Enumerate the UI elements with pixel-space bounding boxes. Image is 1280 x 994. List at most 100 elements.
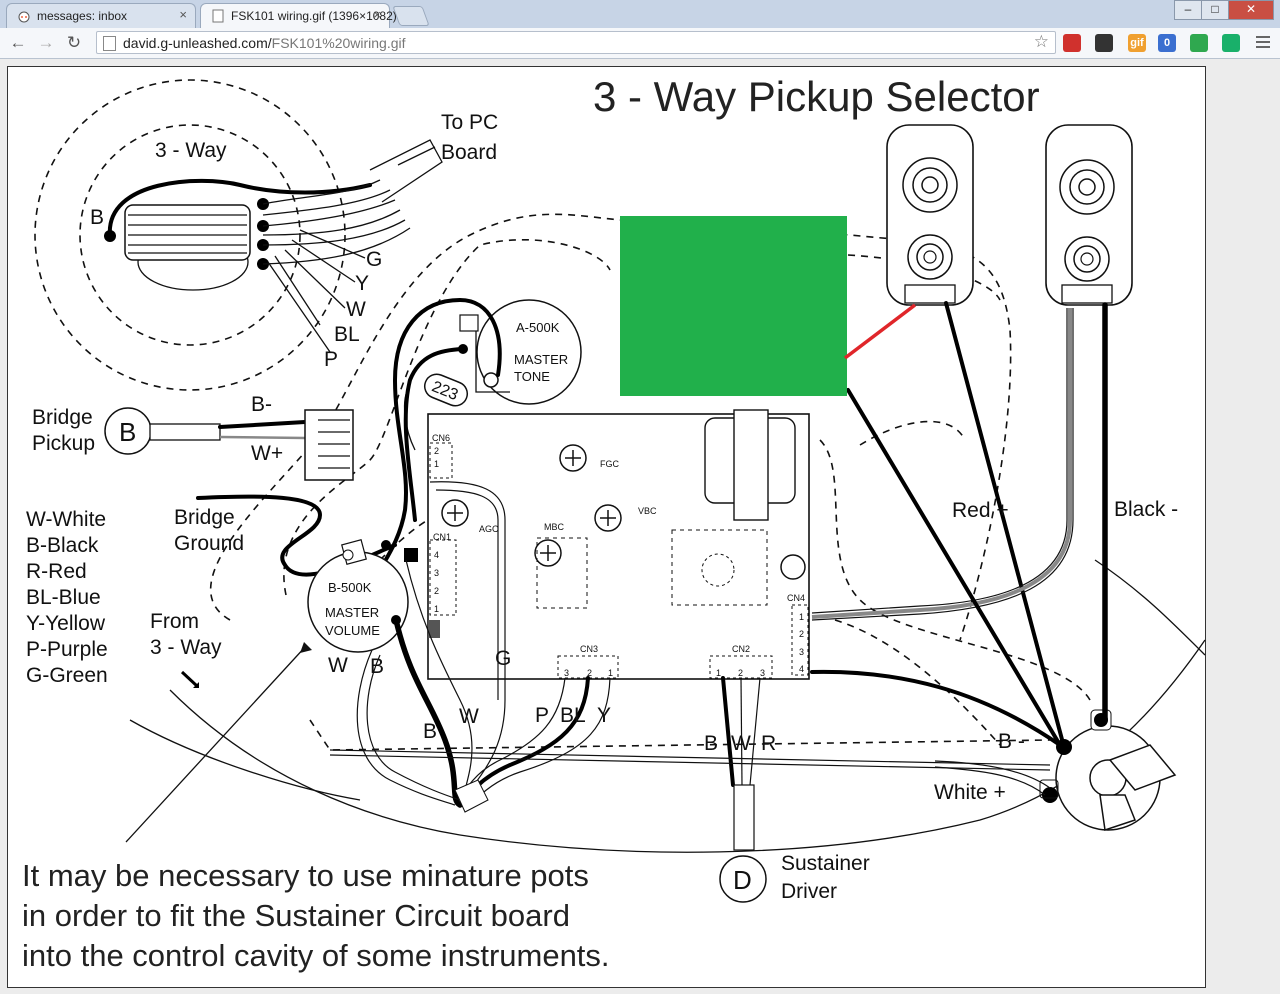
g-wire-label: G	[495, 647, 511, 670]
note-line-3: into the control cavity of some instrume…	[22, 938, 610, 973]
stop-icon[interactable]	[1063, 34, 1081, 52]
three-way-switch	[104, 178, 372, 291]
svg-text:CN6: CN6	[432, 433, 450, 443]
cavity-outline	[210, 213, 1012, 641]
white-plus-label: White +	[934, 781, 1006, 804]
svg-text:3: 3	[760, 668, 765, 678]
svg-text:1: 1	[434, 459, 439, 469]
maximize-button[interactable]: □	[1201, 0, 1229, 20]
from-3way-label-2: 3 - Way	[150, 636, 222, 659]
leaf-icon[interactable]	[1190, 34, 1208, 52]
circuit-board: CN6 2 1 CN1 4 3 2 1 AGC FGC VBC MBC	[427, 409, 810, 680]
legend-item: B-Black	[26, 534, 99, 557]
svg-text:2: 2	[799, 629, 804, 639]
forward-button[interactable]: →	[37, 33, 55, 52]
battery-clip-2	[1045, 124, 1133, 306]
red-plus-label: Red +	[952, 499, 1009, 522]
to-pc-label-1: To PC	[441, 111, 498, 134]
bridge-ground-label-2: Ground	[174, 532, 244, 555]
svg-text:CN1: CN1	[433, 532, 451, 542]
new-tab-button[interactable]	[392, 6, 430, 26]
from-3way-label-1: From	[150, 610, 199, 633]
svg-text:CN4: CN4	[787, 593, 805, 603]
svg-text:VBC: VBC	[638, 506, 657, 516]
color-legend: W-White B-Black R-Red BL-Blue Y-Yellow P…	[26, 508, 108, 687]
volume-pot-label-1: MASTER	[325, 605, 379, 620]
close-window-button[interactable]: ✕	[1228, 0, 1274, 20]
bridge-ground-label-1: Bridge	[174, 506, 235, 529]
page-viewport: .dash { fill:none; stroke:#111; stroke-w…	[0, 59, 1280, 994]
svg-text:1: 1	[434, 604, 439, 614]
url-text[interactable]: david.g-unleashed.com/FSK101%20wiring.gi…	[123, 35, 406, 51]
back-button[interactable]: ←	[9, 33, 27, 52]
y-wire-label: Y	[597, 704, 611, 727]
b-driver-label: B	[704, 732, 718, 755]
sustainer-label-1: Sustainer	[781, 852, 870, 875]
w-lower-label: W	[459, 705, 479, 728]
svg-text:AGC: AGC	[479, 524, 499, 534]
to-pc-label-2: Board	[441, 141, 497, 164]
tab-title: FSK101 wiring.gif (1396×1082)	[231, 9, 397, 23]
capacitor-223: 223	[423, 373, 469, 407]
reload-button[interactable]: ↻	[66, 33, 82, 52]
tab-close-button[interactable]: ×	[373, 7, 381, 22]
svg-text:FGC: FGC	[600, 459, 619, 469]
wire-p-label: P	[324, 348, 338, 371]
mask-icon[interactable]	[1095, 34, 1113, 52]
tab-inbox[interactable]: messages: inbox ×	[6, 3, 196, 28]
svg-text:1: 1	[716, 668, 721, 678]
wiring-image: .dash { fill:none; stroke:#111; stroke-w…	[7, 66, 1206, 988]
svg-text:4: 4	[434, 550, 439, 560]
minimize-button[interactable]: –	[1174, 0, 1202, 20]
battery-clip-1	[886, 124, 974, 306]
svg-text:1: 1	[799, 612, 804, 622]
vol-w-label: W	[328, 654, 348, 677]
page-icon	[103, 36, 116, 51]
address-bar[interactable]: david.g-unleashed.com/FSK101%20wiring.gi…	[96, 31, 1056, 54]
bridge-b-label: B	[119, 417, 136, 447]
r-driver-label: R	[761, 732, 776, 755]
toolbar: ← → ↻ david.g-unleashed.com/FSK101%20wir…	[0, 28, 1280, 59]
red-annotation-line	[843, 303, 917, 360]
svg-text:CN3: CN3	[580, 644, 598, 654]
driver-d-label: D	[733, 865, 752, 895]
note-line-1: It may be necessary to use minature pots	[22, 858, 589, 893]
svg-text:1: 1	[608, 668, 613, 678]
wire-w-label: W	[346, 298, 366, 321]
svg-text:CN2: CN2	[732, 644, 750, 654]
svg-text:2: 2	[738, 668, 743, 678]
diagram-title: 3 - Way Pickup Selector	[593, 73, 1040, 120]
menu-icon[interactable]	[1256, 36, 1270, 51]
green-annotation-block	[620, 216, 847, 396]
svg-text:MBC: MBC	[544, 522, 565, 532]
bridge-pickup-label-1: Bridge	[32, 406, 93, 429]
master-volume-pot: B-500K MASTER VOLUME	[307, 539, 418, 653]
b-lower-label: B	[423, 720, 437, 743]
legend-item: W-White	[26, 508, 106, 531]
bookmark-star-icon[interactable]: ☆	[1033, 32, 1049, 51]
reddit-icon	[18, 11, 30, 23]
url-host: david.g-unleashed.com/	[123, 35, 272, 51]
lock-badge-icon[interactable]: 0	[1158, 34, 1176, 52]
tab-title: messages: inbox	[37, 9, 128, 23]
svg-text:4: 4	[799, 664, 804, 674]
tab-wiring-gif[interactable]: FSK101 wiring.gif (1396×1082) ×	[200, 3, 397, 28]
legend-item: Y-Yellow	[26, 612, 106, 635]
url-path: FSK101%20wiring.gif	[271, 35, 406, 51]
wire-g-label: G	[366, 248, 382, 271]
gif-icon[interactable]: gif	[1128, 34, 1146, 52]
volume-pot-value: B-500K	[328, 580, 372, 595]
black-minus-label: Black -	[1114, 498, 1178, 521]
window-controls: – □ ✕	[1174, 0, 1274, 20]
note-line-2: in order to fit the Sustainer Circuit bo…	[22, 898, 570, 933]
w-driver-label: W	[731, 732, 751, 755]
driver-circle	[719, 855, 767, 903]
svg-text:3: 3	[434, 568, 439, 578]
legend-item: P-Purple	[26, 638, 108, 661]
sustainer-label-2: Driver	[781, 880, 837, 903]
tab-close-button[interactable]: ×	[179, 7, 187, 22]
pushbullet-icon[interactable]	[1222, 34, 1240, 52]
svg-text:3: 3	[799, 647, 804, 657]
switch-b-label: B	[90, 206, 104, 229]
bridge-pickup-label-2: Pickup	[32, 432, 95, 455]
